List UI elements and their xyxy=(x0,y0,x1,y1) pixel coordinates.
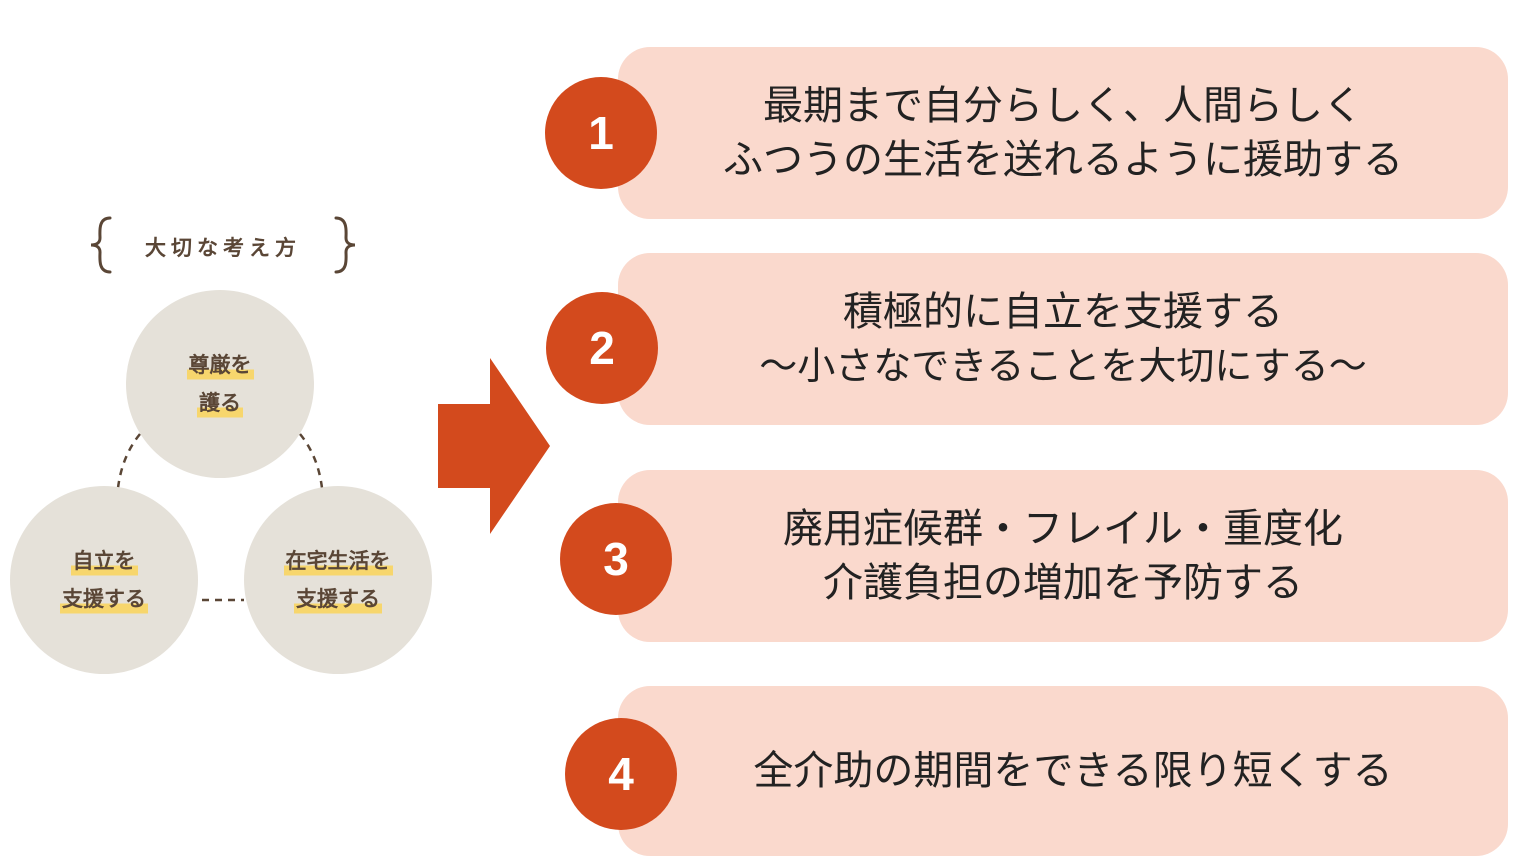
left-brace xyxy=(90,216,112,274)
circle-label: 支援する xyxy=(294,580,382,618)
circle-connectors xyxy=(116,433,324,602)
principle-card-4: 全介助の期間をできる限り短くする xyxy=(618,686,1508,856)
number-badge-2: 2 xyxy=(546,292,658,404)
right-brace xyxy=(334,216,356,274)
circle-label: 在宅生活を xyxy=(283,542,393,580)
principle-card-1: 最期まで自分らしく、人間らしく ふつうの生活を送れるように援助する xyxy=(618,47,1508,219)
circle-label: 護る xyxy=(197,384,243,422)
circle-home-life: 在宅生活を 支援する xyxy=(244,486,432,674)
number-badge-1: 1 xyxy=(545,77,657,189)
card-line: ～小さなできることを大切にする～ xyxy=(759,344,1367,388)
circle-label: 尊厳を xyxy=(186,346,254,384)
circle-label: 支援する xyxy=(60,580,148,618)
card-line: 全介助の期間をできる限り短くする xyxy=(753,748,1393,794)
number-badge-4: 4 xyxy=(565,718,677,830)
number-badge-3: 3 xyxy=(560,503,672,615)
connector-top-right xyxy=(299,433,324,489)
heading-text: 大切な考え方 xyxy=(145,236,301,260)
brace-decoration xyxy=(90,216,356,274)
card-line: 介護負担の増加を予防する xyxy=(823,560,1303,606)
card-line: ふつうの生活を送れるように援助する xyxy=(723,137,1403,183)
circle-independence: 自立を 支援する xyxy=(10,486,198,674)
circle-dignity: 尊厳を 護る xyxy=(126,290,314,478)
circle-label: 自立を xyxy=(70,542,138,580)
card-line: 最期まで自分らしく、人間らしく xyxy=(763,83,1363,129)
principle-card-2: 積極的に自立を支援する ～小さなできることを大切にする～ xyxy=(618,253,1508,425)
card-line: 廃用症候群・フレイル・重度化 xyxy=(783,506,1343,552)
concept-heading: 大切な考え方 xyxy=(88,212,358,278)
card-line: 積極的に自立を支援する xyxy=(843,289,1283,335)
connector-top-left xyxy=(116,433,141,489)
right-arrow-icon xyxy=(438,358,550,534)
principle-card-3: 廃用症候群・フレイル・重度化 介護負担の増加を予防する xyxy=(618,470,1508,642)
